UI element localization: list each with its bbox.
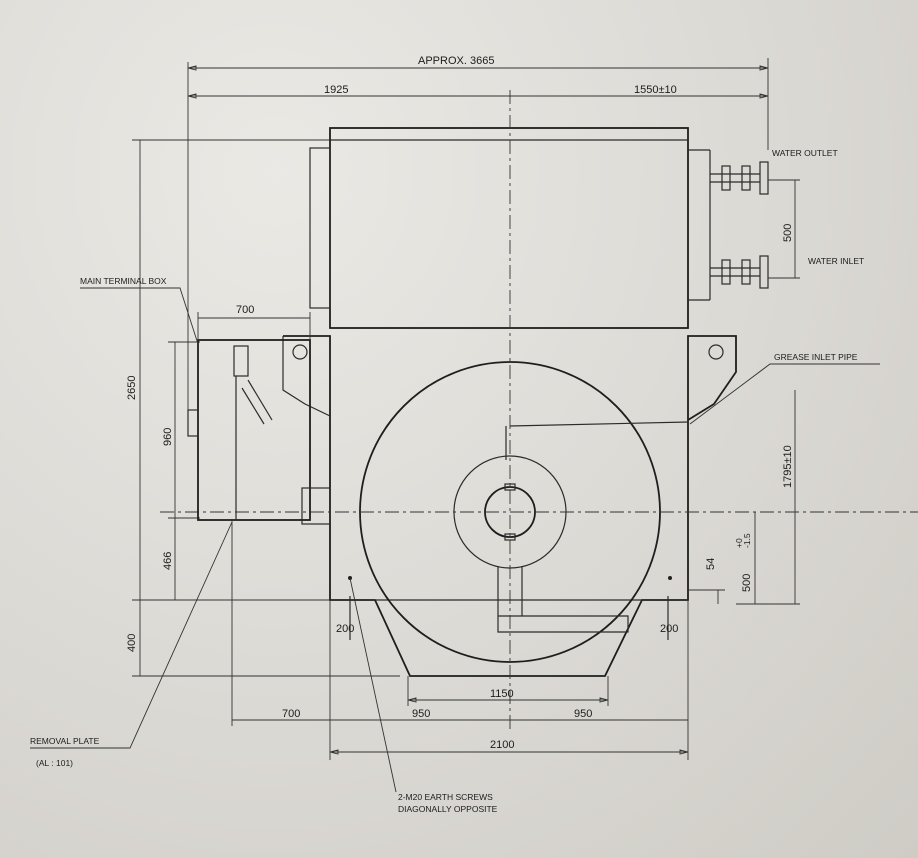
dim-shaft-height: 1795±10 xyxy=(782,445,794,488)
dimension-texts: APPROX. 3665 1925 1550±10 700 2650 960 4… xyxy=(126,55,794,751)
overall-dimension xyxy=(187,58,769,150)
label-water-outlet: WATER OUTLET xyxy=(772,148,838,158)
dim-left-span: 1925 xyxy=(324,84,348,96)
label-grease-inlet-pipe: GREASE INLET PIPE xyxy=(774,352,858,362)
label-removal-plate: REMOVAL PLATE xyxy=(30,736,100,746)
stator-frame xyxy=(309,127,711,329)
dim-half-right: 950 xyxy=(574,708,592,720)
dim-coolant-spacing: 500 xyxy=(782,224,794,242)
dim-foot-right: 200 xyxy=(660,623,678,635)
label-earth-screws-2: DIAGONALLY OPPOSITE xyxy=(398,804,498,814)
dim-half-left: 950 xyxy=(412,708,430,720)
callout-texts: WATER OUTLET WATER INLET MAIN TERMINAL B… xyxy=(30,148,864,814)
left-dimension-lines xyxy=(132,139,400,677)
dim-right-span: 1550±10 xyxy=(634,84,677,96)
dim-center-offset: 500 xyxy=(741,574,753,592)
upper-span-dimension xyxy=(187,93,769,99)
leader-lines xyxy=(30,287,880,793)
label-removal-plate-note: (AL : 101) xyxy=(36,758,73,768)
center-lines xyxy=(160,90,918,730)
dim-overall: APPROX. 3665 xyxy=(418,55,494,67)
dim-tolerance-minus: -1.5 xyxy=(742,533,752,548)
dim-base-width: 2100 xyxy=(490,739,514,751)
dim-base-height: 400 xyxy=(126,634,138,652)
dim-total-height: 2650 xyxy=(126,376,138,400)
main-terminal-box xyxy=(187,312,331,525)
right-dimension-lines xyxy=(688,390,800,605)
dim-tolerance-plus: +0 xyxy=(734,538,744,548)
water-pipes xyxy=(710,161,800,289)
bottom-dimension-lines xyxy=(231,520,689,760)
dim-base-span: 1150 xyxy=(490,688,514,700)
dim-terminal-box-width: 700 xyxy=(236,304,254,316)
label-main-terminal-box: MAIN TERMINAL BOX xyxy=(80,276,167,286)
label-water-inlet: WATER INLET xyxy=(808,256,864,266)
dim-lower-left: 466 xyxy=(162,552,174,570)
label-earth-screws-1: 2-M20 EARTH SCREWS xyxy=(398,792,493,802)
dim-left-offset: 700 xyxy=(282,708,300,720)
dim-foot-left: 200 xyxy=(336,623,354,635)
dim-terminal-box-height: 960 xyxy=(162,428,174,446)
dim-foot-thickness: 54 xyxy=(705,558,717,570)
